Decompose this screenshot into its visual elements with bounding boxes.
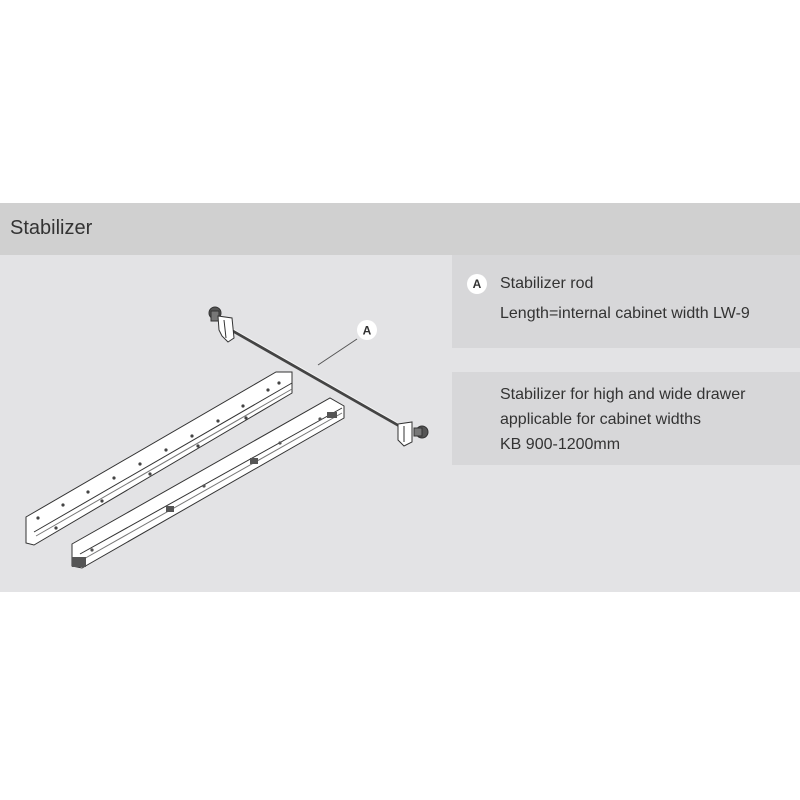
section-header: Stabilizer	[0, 203, 800, 255]
rod-end-bracket-right	[397, 421, 429, 447]
rail-left	[25, 371, 293, 546]
rail-right	[71, 397, 345, 569]
callout-badge-a: A	[467, 274, 487, 294]
stabilizer-illustration: A	[25, 306, 429, 569]
rod-length-spec: Length=internal cabinet width LW-9	[500, 305, 750, 322]
rod-title: Stabilizer rod	[500, 275, 594, 292]
application-line-2: applicable for cabinet widths	[500, 411, 702, 428]
rod-end-bracket-left	[208, 306, 235, 343]
stabilizer-rod	[225, 324, 404, 430]
application-line-3: KB 900-1200mm	[500, 436, 621, 453]
callout-a: A	[317, 320, 377, 366]
info-box-application	[452, 372, 800, 465]
section-title: Stabilizer	[10, 217, 93, 239]
application-line-1: Stabilizer for high and wide drawer	[500, 386, 746, 403]
callout-a-label: A	[363, 324, 372, 338]
info-box-stabilizer-rod	[452, 255, 800, 348]
